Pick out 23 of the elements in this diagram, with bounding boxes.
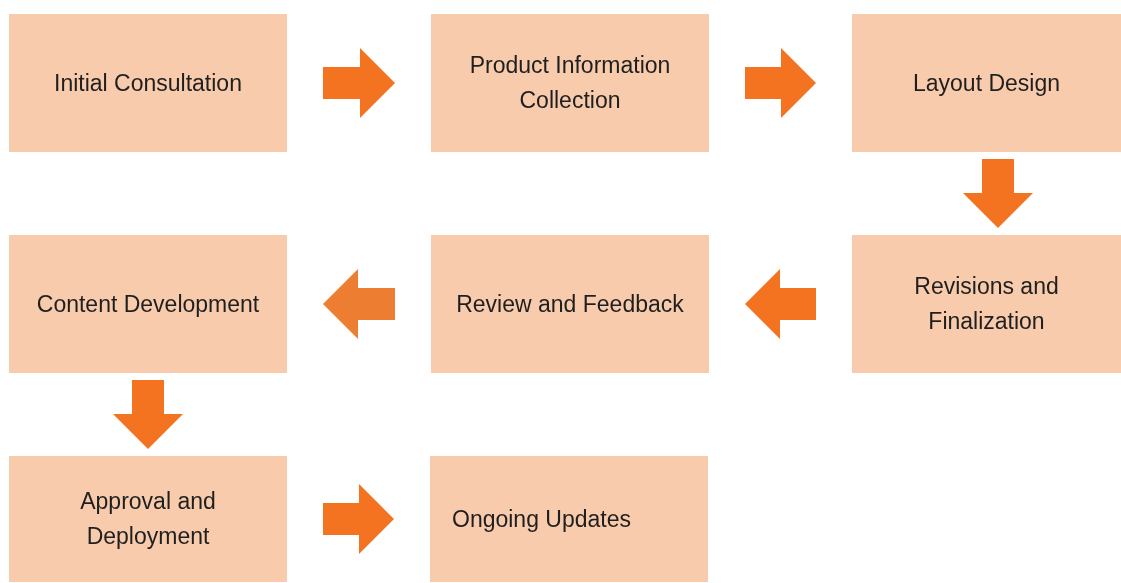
process-box: [9, 235, 287, 373]
block-arrow: [323, 484, 394, 554]
step-label: Initial Consultation: [54, 68, 242, 98]
process-box: [431, 14, 709, 152]
block-arrow: [323, 48, 395, 118]
block-arrow: [113, 380, 183, 449]
step-label: Product Information Collection: [468, 51, 672, 115]
process-box: [9, 456, 287, 582]
block-arrow: [745, 48, 816, 118]
process-box: [852, 235, 1121, 373]
block-arrow: [323, 269, 395, 339]
step-label: Content Development: [36, 289, 260, 319]
step-label: Ongoing Updates: [452, 504, 631, 534]
step-label: Layout Design: [912, 68, 1060, 98]
process-box: [431, 235, 709, 373]
process-box: [9, 14, 287, 152]
process-box: [852, 14, 1121, 152]
step-label: Revisions and Finalization: [913, 272, 1060, 336]
block-arrow: [745, 269, 816, 339]
step-label: Approval and Deployment: [79, 487, 217, 551]
step-label: Review and Feedback: [456, 289, 684, 319]
block-arrow: [963, 159, 1033, 228]
process-box: [430, 456, 708, 582]
